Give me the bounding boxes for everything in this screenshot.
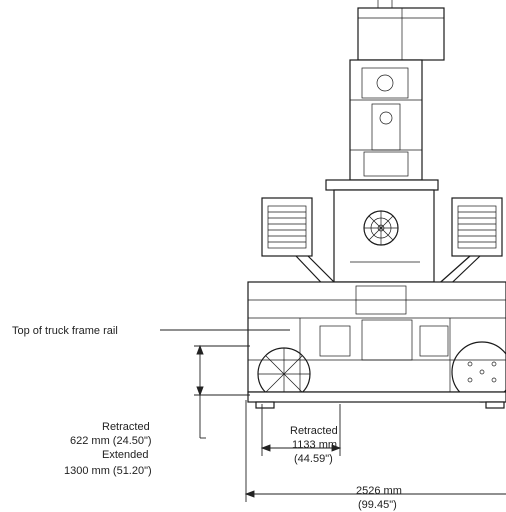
left-extended-value: 1300 mm (51.20") xyxy=(64,465,152,477)
center-retracted-in: (44.59") xyxy=(294,453,333,465)
left-retracted-value: 622 mm (24.50") xyxy=(70,435,152,447)
overall-width-in: (99.45") xyxy=(358,499,397,511)
center-retracted-word: Retracted xyxy=(290,425,338,437)
top-of-rail-label: Top of truck frame rail xyxy=(12,325,118,337)
central-housing xyxy=(333,189,435,283)
left-retracted-word: Retracted xyxy=(102,421,150,433)
center-retracted-mm: 1133 mm xyxy=(292,439,337,451)
left-extended-word: Extended xyxy=(102,449,148,461)
upper-mast-assembly xyxy=(325,0,445,191)
overall-width-mm: 2526 mm xyxy=(356,485,402,497)
left-radiator xyxy=(261,197,313,257)
right-radiator xyxy=(451,197,503,257)
chassis xyxy=(247,281,506,409)
dimension-lines xyxy=(160,329,506,502)
